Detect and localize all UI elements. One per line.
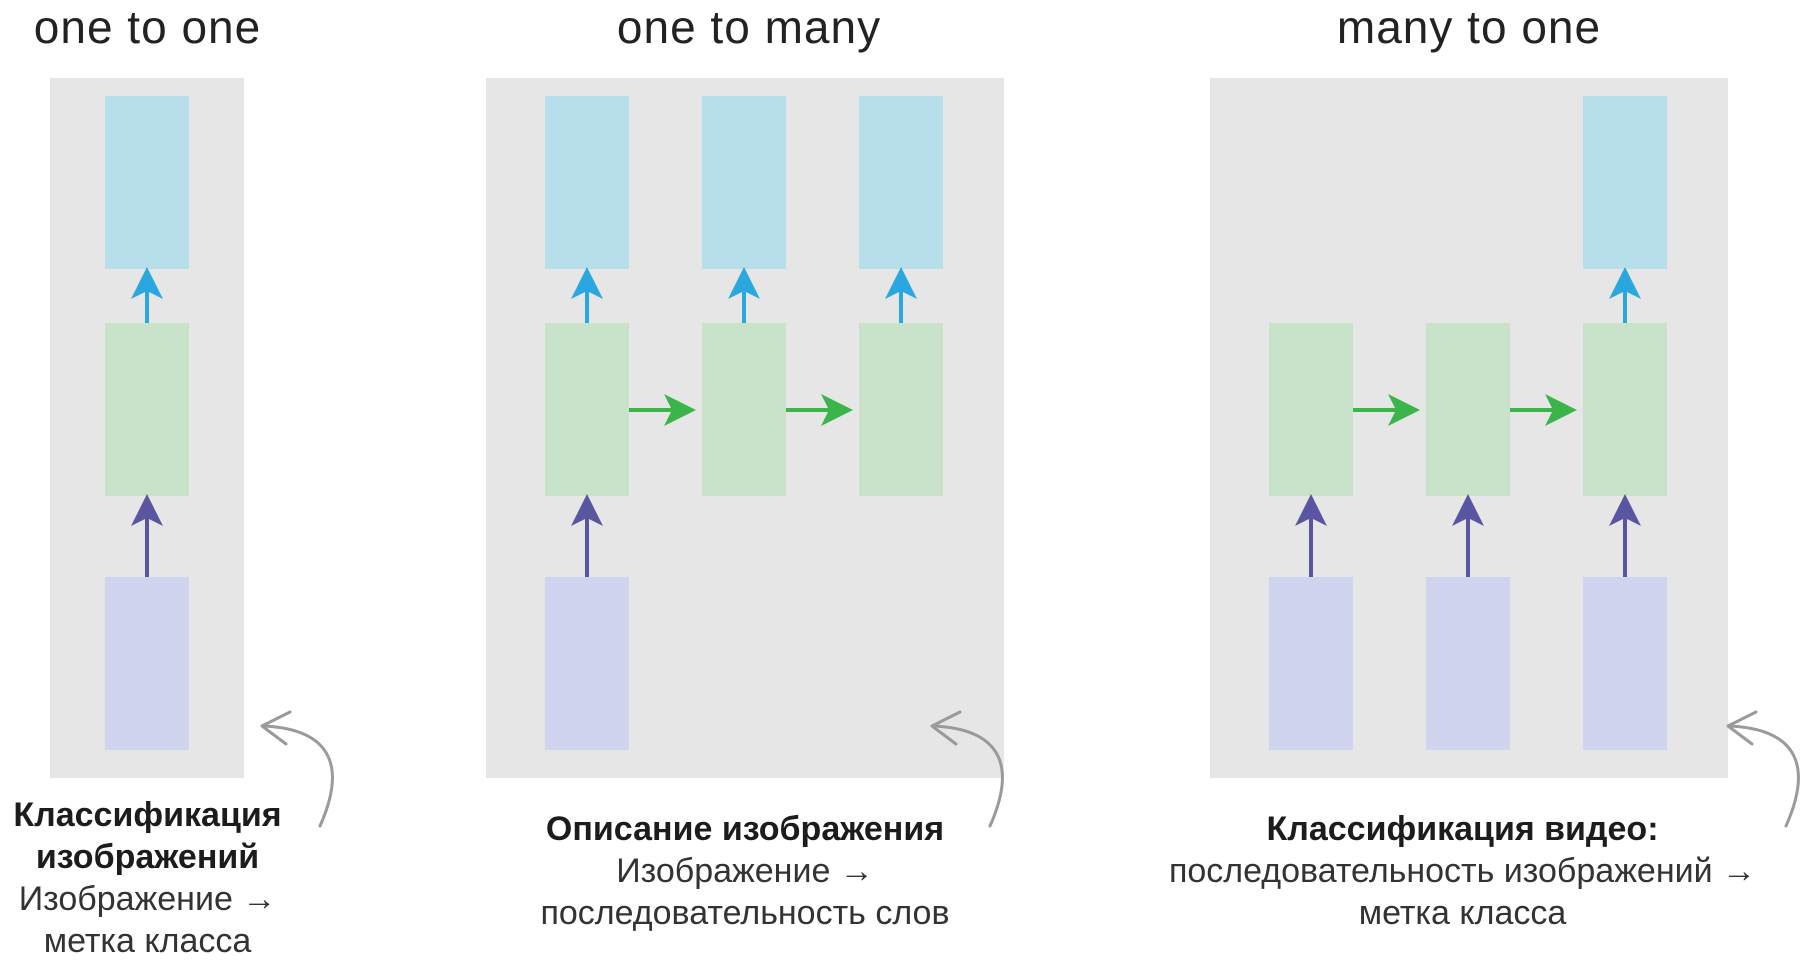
output-box <box>1583 96 1667 269</box>
panel-many-to-one <box>1210 78 1728 778</box>
caption-line: последовательность изображений → <box>1168 852 1757 890</box>
hidden-state-box <box>702 323 786 496</box>
hidden-state-box <box>1426 323 1510 496</box>
input-box <box>1583 577 1667 750</box>
hidden-state-box <box>545 323 629 496</box>
input-box <box>1269 577 1353 750</box>
caption-line: Изображение → <box>616 852 874 890</box>
input-box <box>1426 577 1510 750</box>
caption-line: последовательность слов <box>540 894 950 932</box>
caption-line: метка класса <box>1358 894 1567 932</box>
output-box <box>702 96 786 269</box>
output-box <box>105 96 189 269</box>
caption-many-to-one: Классификация видео: последовательность … <box>1125 808 1800 934</box>
hidden-state-box <box>1269 323 1353 496</box>
caption-title: Описание изображения <box>545 810 945 848</box>
curved-pointer-icon <box>1726 710 1800 828</box>
input-box <box>105 577 189 750</box>
panel-title-many-to-one: many to one <box>1336 1 1602 53</box>
hidden-state-box <box>105 323 189 496</box>
panel-title-one-to-many: one to many <box>616 1 882 53</box>
hidden-state-box <box>1583 323 1667 496</box>
panel-one-to-many <box>486 78 1004 778</box>
caption-title: Классификация изображений <box>13 796 282 876</box>
input-box <box>545 577 629 750</box>
caption-line: Изображение → <box>18 880 277 918</box>
caption-line: метка класса <box>43 922 252 960</box>
output-box <box>859 96 943 269</box>
caption-one-to-one: Классификация изображений Изображение → … <box>0 794 295 962</box>
output-box <box>545 96 629 269</box>
curved-pointer-icon <box>260 710 334 828</box>
caption-one-to-many: Описание изображения Изображение → после… <box>470 808 1020 934</box>
hidden-state-box <box>859 323 943 496</box>
curved-pointer-icon <box>930 710 1004 828</box>
panel-title-one-to-one: one to one <box>33 1 262 53</box>
panel-one-to-one <box>50 78 244 778</box>
caption-title: Классификация видео: <box>1266 810 1659 848</box>
